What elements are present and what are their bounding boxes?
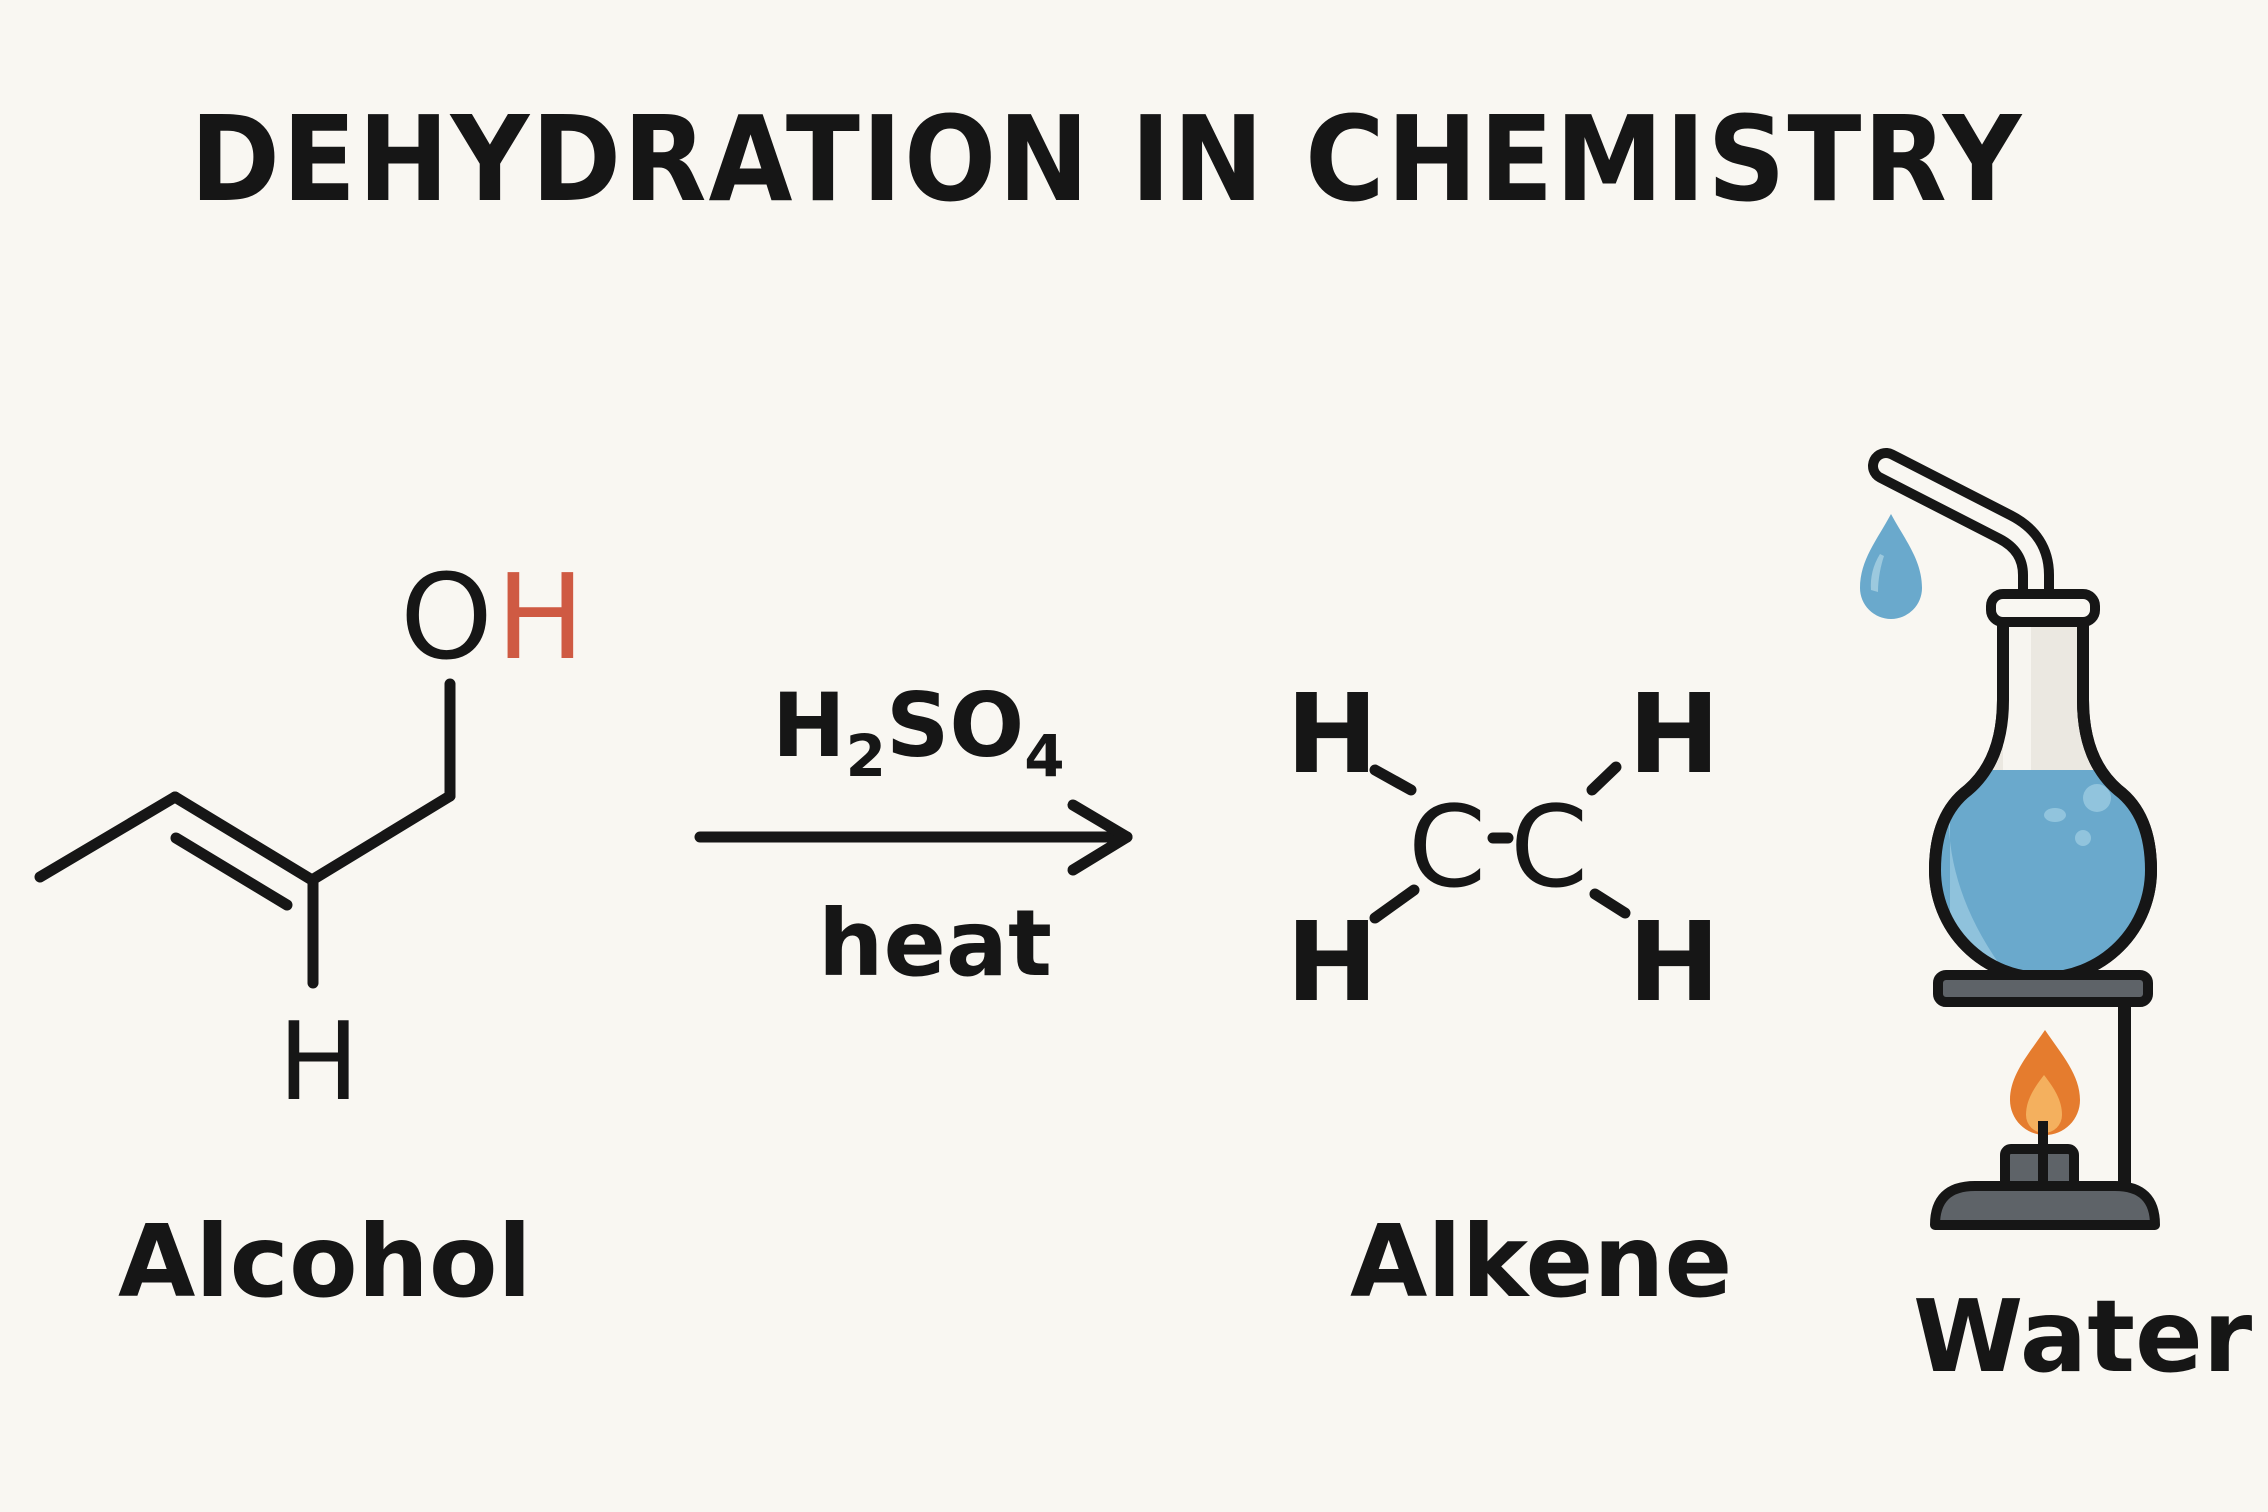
- bond-h-top-right: [1586, 761, 1622, 796]
- bond-double-main: [169, 791, 318, 886]
- atom-h-top-left: H: [1286, 670, 1378, 798]
- atom-h-top-right: H: [1628, 670, 1720, 798]
- atom-carbon-2: C: [1510, 783, 1588, 913]
- bond-h-bottom-left: [1369, 884, 1420, 924]
- bond-ch2: [306, 790, 456, 886]
- bunsen-burner-icon: [1930, 970, 2160, 1230]
- bond-h-bottom-right: [1589, 888, 1631, 919]
- bond-h-top-left: [1369, 764, 1417, 796]
- round-bottom-flask-icon: [1868, 448, 2158, 984]
- atom-hydroxyl-hydrogen: H: [496, 548, 585, 686]
- alcohol-structure: [34, 678, 456, 989]
- atom-h-bottom-right: H: [1628, 898, 1720, 1026]
- alcohol-label: Alcohol: [118, 1203, 532, 1320]
- alkene-structure: H H H H C C: [1286, 670, 1720, 1026]
- page-title: DEHYDRATION IN CHEMISTRY: [190, 90, 2024, 228]
- bond-methyl: [34, 791, 181, 883]
- water-drop-icon: [1860, 514, 1922, 619]
- water-label: Water: [1913, 1278, 2253, 1395]
- atom-h-bottom-left: H: [1286, 898, 1378, 1026]
- atom-carbon-1: C: [1408, 783, 1486, 913]
- atom-oxygen: O: [400, 548, 493, 686]
- bond-double-inner: [170, 832, 293, 911]
- alkene-label: Alkene: [1350, 1203, 1733, 1320]
- atom-bottom-hydrogen: H: [278, 1000, 359, 1125]
- reaction-arrow: [694, 799, 1133, 876]
- reagent-formula: H2SO4: [772, 674, 1065, 790]
- reaction-condition-heat: heat: [818, 890, 1052, 997]
